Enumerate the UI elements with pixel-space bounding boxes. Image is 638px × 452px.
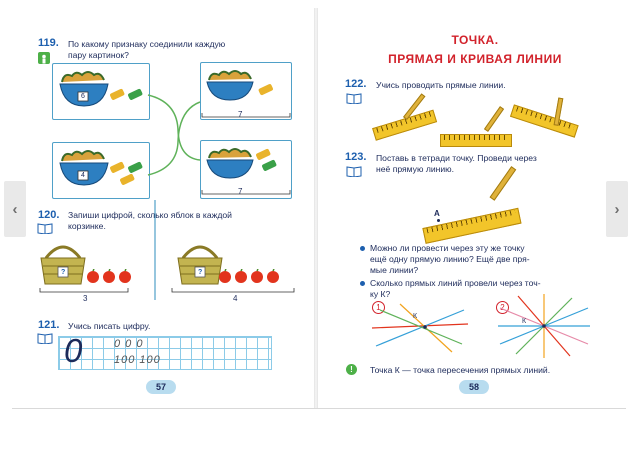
lines-through-point-k-figure-2 (498, 294, 590, 358)
question-1-line2: ещё одну прямую линию? Ещё две пря- (370, 254, 530, 264)
candies-icon (256, 148, 277, 171)
figure-number-2: 2 (496, 301, 509, 314)
page-number-57: 57 (146, 380, 176, 394)
question-mark: ? (61, 269, 66, 276)
chevron-right-icon: › (614, 200, 620, 218)
bowl-with-candies-icon (206, 148, 254, 179)
count-tag-4: 4 (81, 172, 85, 179)
candies-icon (110, 88, 143, 100)
basket-icon (177, 245, 223, 285)
point-k-label: К (522, 318, 527, 325)
question-1-line1: Можно ли провести через эту же точку (370, 243, 525, 253)
exercise-120-text-line2: корзинке. (68, 221, 106, 231)
exercise-123-text-line2: неё прямую линию. (376, 164, 455, 174)
ruler-2 (440, 134, 512, 147)
bullet-dot (360, 281, 365, 286)
book-icon (37, 333, 53, 344)
book-icon (37, 223, 53, 234)
basket-icon (40, 245, 86, 285)
page-number-58: 58 (459, 380, 489, 394)
bowl-with-candies-icon (59, 71, 109, 107)
prev-page-button[interactable]: ‹ (4, 181, 26, 237)
page-bottom-line (12, 408, 626, 409)
chevron-left-icon: ‹ (12, 200, 18, 218)
exercise-123-number: 123. (345, 151, 367, 163)
tracing-row-1: 0 0 0 (114, 338, 144, 350)
definition-note: Точка К — точка пересечения прямых линий… (370, 365, 551, 375)
exercise-119-text-line2: пару картинок? (68, 50, 129, 60)
lesson-title-line2: ПРЯМАЯ И КРИВАЯ ЛИНИИ (388, 52, 562, 66)
bowl-with-candies-icon (206, 70, 254, 101)
point-k-label: К (413, 313, 418, 320)
pair-work-icon (38, 52, 50, 64)
exercise-119-text-line1: По какому признаку соединили каждую (68, 39, 226, 49)
next-page-button[interactable]: › (606, 181, 628, 237)
exercise-120-text-line1: Запиши цифрой, сколько яблок в каждой (68, 210, 232, 220)
point-a-dot (437, 219, 440, 222)
question-2-line1: Сколько прямых линий провели через точ- (370, 278, 541, 288)
info-icon: ! (346, 364, 357, 375)
sample-digit-zero: 0 (64, 332, 83, 369)
bullet-dot (360, 246, 365, 251)
candy-icon (258, 84, 273, 96)
writing-grid (58, 336, 272, 370)
exercise-121-number: 121. (38, 319, 60, 331)
question-mark: ? (198, 269, 203, 276)
matching-lines (39, 94, 295, 300)
page-58 (318, 8, 626, 408)
exercise-121-text: Учись писать цифру. (68, 321, 151, 331)
exercise-120-number: 120. (38, 209, 60, 221)
bowl-with-candies-icon (59, 150, 109, 186)
count-label-7: 7 (238, 110, 243, 119)
question-2-line2: ку К? (370, 289, 391, 299)
exercise-122-text: Учись проводить прямые линии. (376, 80, 506, 90)
point-a-label: A (434, 209, 440, 218)
answer-label-3: 3 (83, 294, 88, 303)
figure-number-1: 1 (372, 301, 385, 314)
apples-icon (87, 269, 131, 283)
lines-through-point-k-figure-1 (371, 303, 469, 353)
answer-label-4: 4 (233, 294, 238, 303)
count-tag-6: 6 (81, 93, 85, 100)
exercise-123-text-line1: Поставь в тетради точку. Проведи через (376, 153, 537, 163)
count-label-7: 7 (238, 187, 243, 196)
lesson-title-line1: ТОЧКА. (451, 33, 499, 47)
tracing-row-2: 100 100 (114, 354, 161, 366)
exercise-119-number: 119. (38, 37, 59, 49)
exercise-122-number: 122. (345, 78, 367, 90)
candies-icon (110, 161, 143, 185)
book-icon (346, 166, 362, 177)
book-icon (346, 93, 362, 104)
book-fold (314, 8, 318, 408)
question-1-line3: мые линии? (370, 265, 419, 275)
apples-icon (219, 269, 279, 283)
